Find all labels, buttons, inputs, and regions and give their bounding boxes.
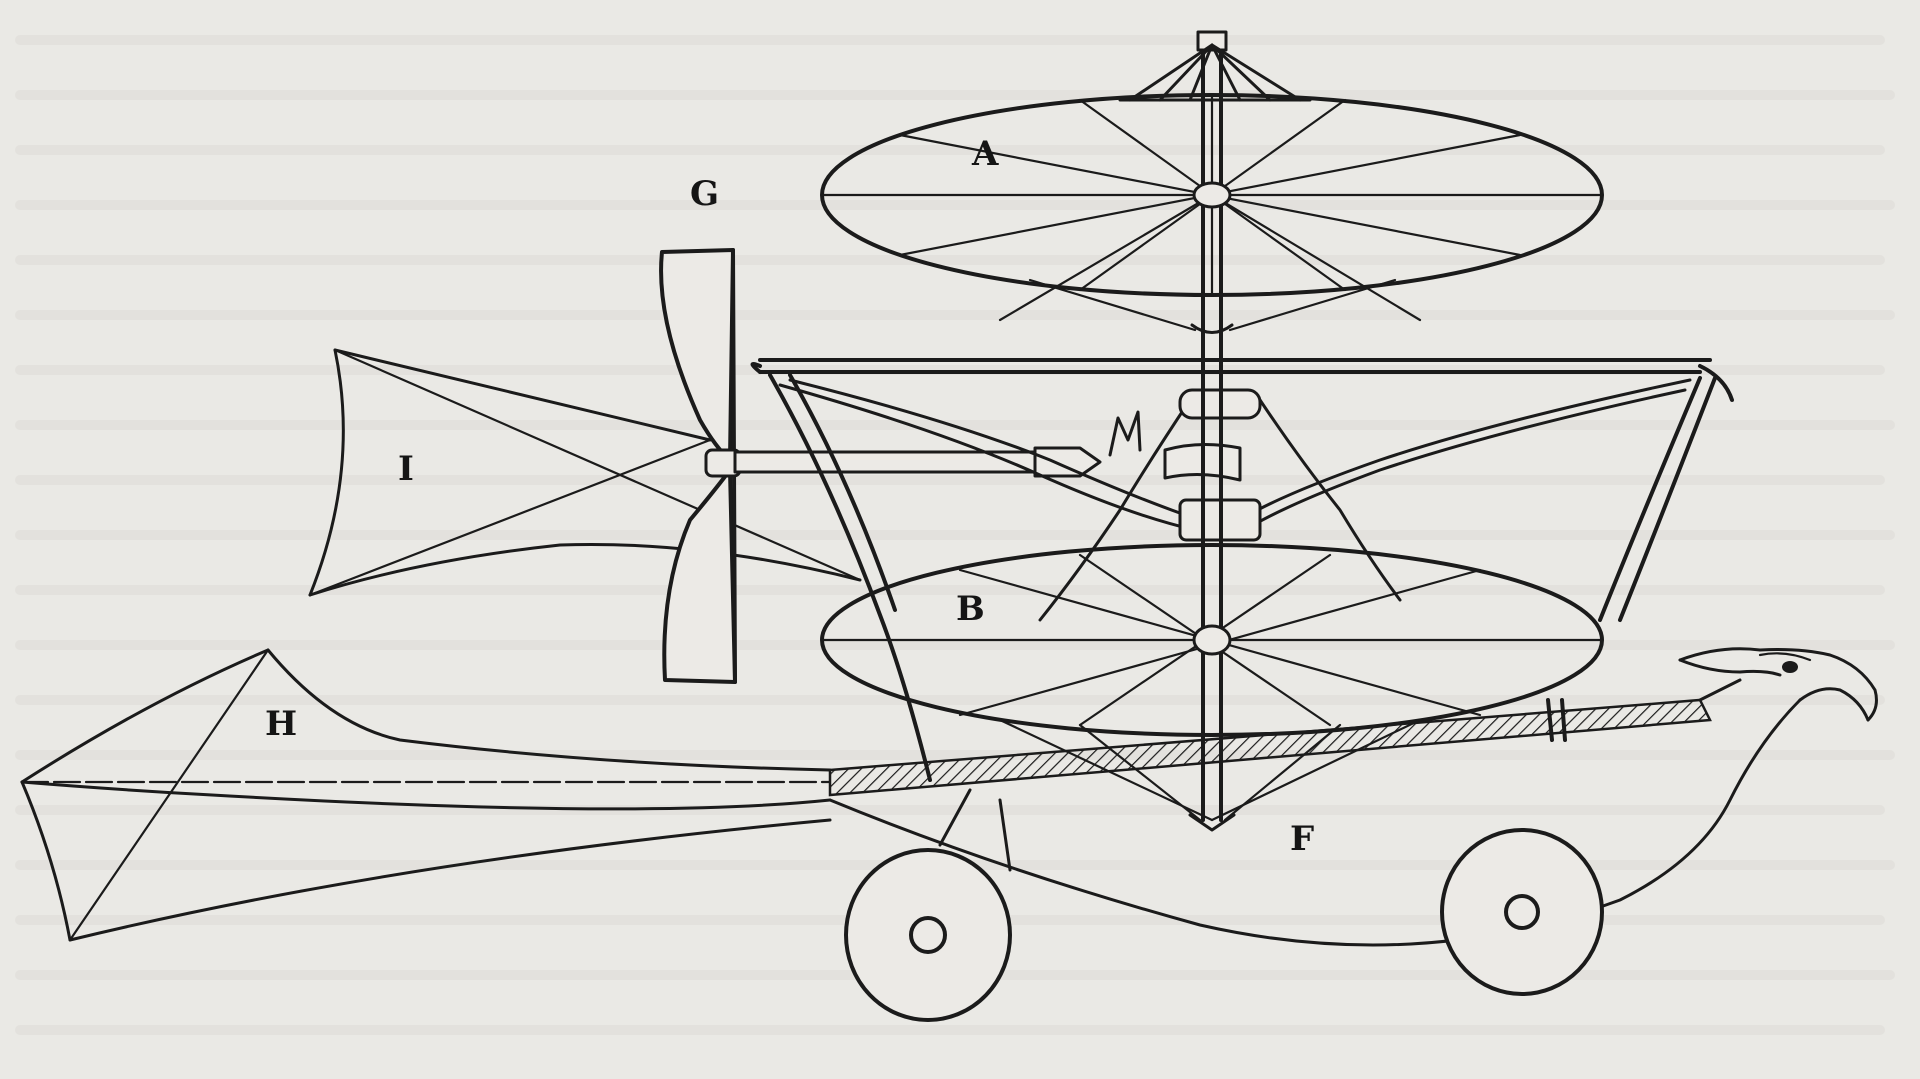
label-f: F [1290, 819, 1314, 859]
mast [1196, 30, 1228, 822]
label-g: G [690, 174, 719, 214]
wing-i [308, 348, 862, 597]
label-h: H [265, 704, 297, 744]
label-i: I [398, 449, 414, 489]
rotor-a [820, 43, 1604, 334]
rear-wheel [1440, 828, 1604, 996]
label-a: A [971, 134, 999, 174]
figure-labels: A B F G H I [265, 134, 1314, 859]
bird-head [1678, 647, 1878, 722]
label-b: B [956, 589, 985, 629]
front-wheel [844, 788, 1012, 1022]
rotor-b [820, 543, 1604, 832]
tail-h [20, 648, 832, 942]
